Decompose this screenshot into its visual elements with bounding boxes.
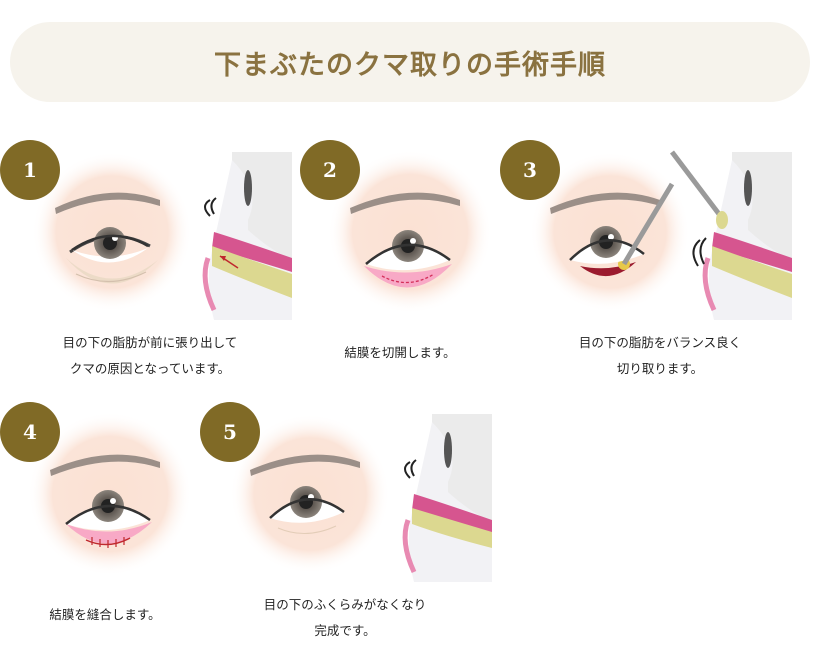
step-2-illustration — [328, 150, 492, 314]
step-3-caption: 目の下の脂肪をバランス良く 切り取ります。 — [578, 335, 742, 376]
step-1-badge: 1 — [0, 140, 60, 200]
step-2-badge: 2 — [300, 140, 360, 200]
step-4-badge: 4 — [0, 402, 60, 462]
step-5-illustration — [230, 414, 492, 582]
step-4-caption: 結膜を縫合します。 — [49, 607, 161, 622]
page-title: 下まぶたのクマ取りの手術手順 — [214, 49, 606, 81]
step-3-illustration — [530, 150, 792, 320]
step-5: 5 目の下のふくらみがなくなり 完成です。 — [200, 402, 500, 652]
step-4: 4 結膜を縫合します。 — [0, 402, 200, 652]
step-1-illustration — [32, 152, 292, 320]
step-5-caption: 目の下のふくらみがなくなり 完成です。 — [263, 597, 427, 638]
title-banner: 下まぶたのクマ取りの手術手順 — [10, 22, 810, 102]
step-3: 3 目の下の脂肪をバランス良く 切り取ります。 — [500, 140, 800, 390]
step-3-badge: 3 — [500, 140, 560, 200]
step-2: 2 結膜を切開します。 — [300, 140, 500, 390]
step-5-badge: 5 — [200, 402, 260, 462]
step-1-caption: 目の下の脂肪が前に張り出して クマの原因となっています。 — [62, 335, 238, 376]
step-2-caption: 結膜を切開します。 — [344, 345, 456, 360]
step-4-illustration — [28, 412, 192, 576]
step-1: 1 目の下の脂肪が前に張り出して クマの原因となっています。 — [0, 140, 300, 390]
